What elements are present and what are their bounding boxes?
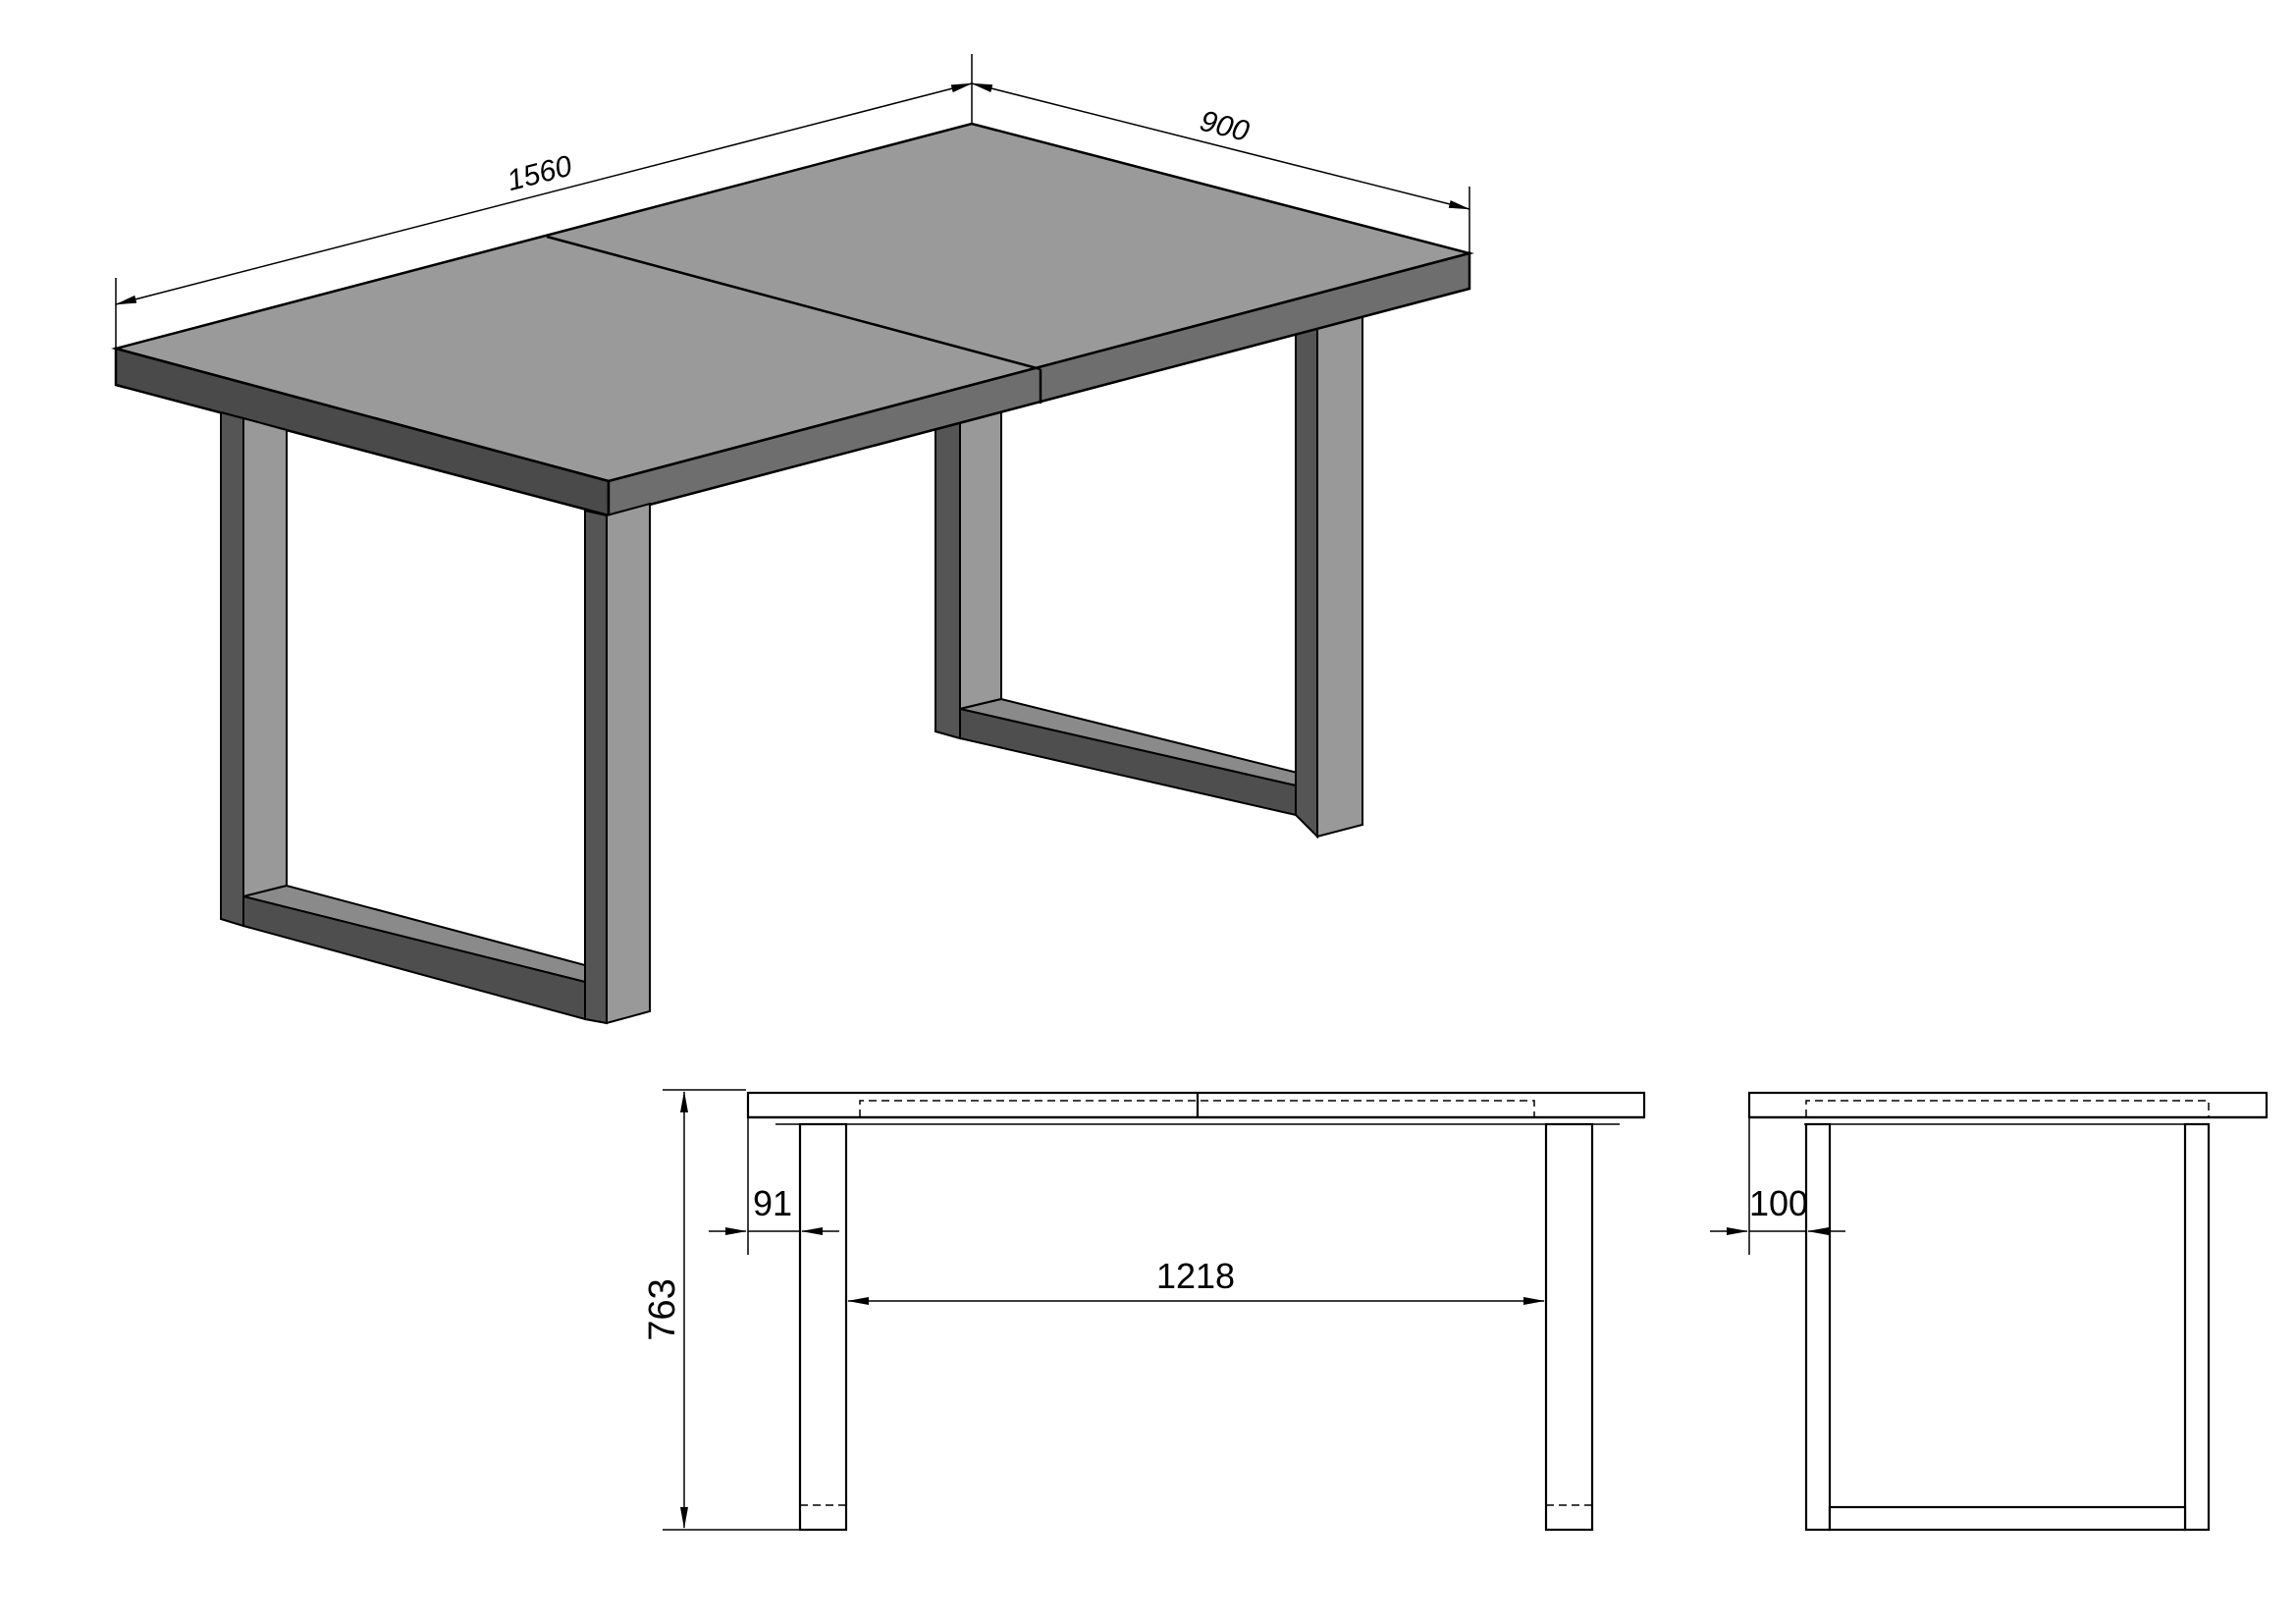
tabletop [111, 122, 1474, 517]
dimension-leg-spacing-label: 1218 [1156, 1256, 1235, 1296]
dimension-height: 763 [642, 1089, 800, 1531]
front-leg-post-left-light [242, 416, 288, 898]
back-leg-post-left-light [959, 403, 1002, 711]
isometric-view: 1560 900 [111, 54, 1474, 1025]
dimension-length-label: 1560 [504, 149, 575, 197]
front-view-left-leg [798, 1122, 848, 1532]
dimension-front-leg-width: 91 [709, 1117, 839, 1255]
back-leg-post-left-dark [934, 412, 961, 740]
front-view-tabletop [746, 1091, 1646, 1119]
side-view-tabletop [1747, 1091, 2269, 1119]
back-leg-post-right-dark [1295, 326, 1318, 839]
side-view-right-post [2183, 1122, 2211, 1532]
dimension-front-leg-width-label: 91 [753, 1183, 792, 1223]
front-leg-post-right-dark [584, 509, 608, 1025]
front-leg [220, 410, 651, 1025]
side-view-bottom-rail [1828, 1505, 2187, 1532]
back-leg-post-right-light [1316, 314, 1363, 839]
side-view: 100 [1710, 1091, 2269, 1532]
dimension-leg-spacing: 1218 [847, 1256, 1545, 1305]
front-leg-post-left-dark [220, 410, 244, 928]
dimension-height-label: 763 [642, 1278, 683, 1340]
side-view-left-post [1804, 1122, 1832, 1532]
front-view-right-leg [1544, 1122, 1594, 1532]
dimension-side-leg-width: 100 [1710, 1117, 1845, 1255]
tabletop-end-edge [607, 251, 1471, 517]
front-view: 763 91 1218 [642, 1089, 1646, 1532]
front-leg-post-right-light [606, 502, 651, 1025]
dimension-side-leg-width-label: 100 [1749, 1183, 1808, 1223]
